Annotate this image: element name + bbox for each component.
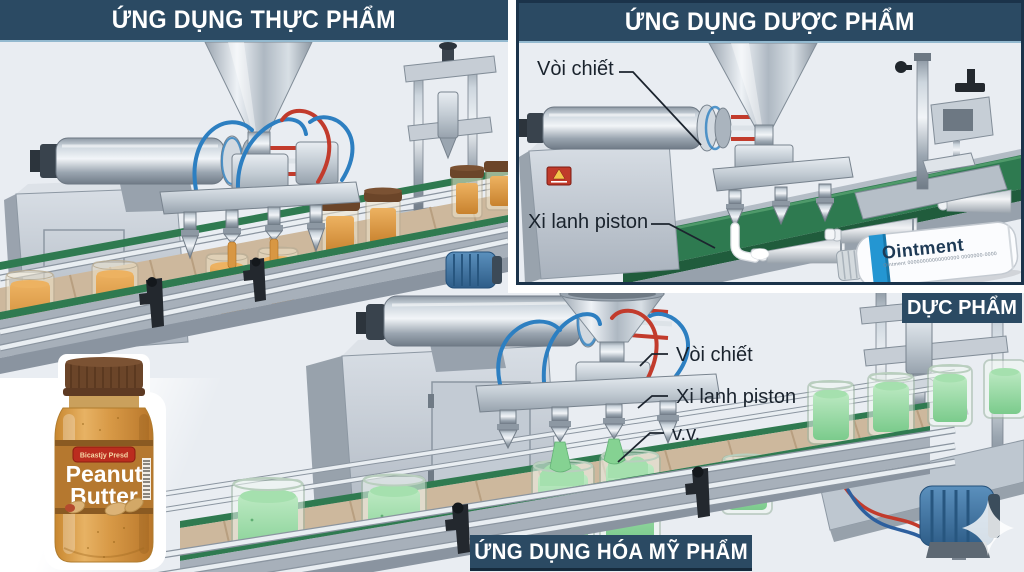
cosmetic-panel-badge: DỰC PHẨM [902, 293, 1022, 323]
hoses [496, 308, 690, 386]
gel-jar [867, 372, 915, 437]
hopper-funnel [708, 43, 818, 172]
sparkle-icon [962, 500, 1014, 556]
filling-nozzle [657, 400, 679, 445]
filling-nozzle [772, 186, 790, 226]
filling-nozzle [549, 406, 571, 443]
jar-capped [484, 161, 508, 211]
callout-nozzle-pharma: Vòi chiết [537, 58, 614, 80]
gel-jar [983, 359, 1024, 419]
hopper-funnel [204, 42, 313, 195]
barcode-icon [142, 458, 151, 500]
panel-pharma: ỨNG DỤNG DƯỢC PHẨM [516, 0, 1024, 285]
tube-sealer [854, 53, 1008, 220]
callout-piston-cosmetic: Xi lanh piston [676, 386, 797, 408]
rail-clamp [139, 257, 266, 328]
filling-nozzle [264, 206, 284, 242]
peanut-butter-product: Bicastjy Presd Peanut Butter [44, 354, 166, 570]
peanut-illustrations [65, 497, 144, 516]
conveyor-motor [445, 251, 502, 289]
conveyor-frame [180, 433, 930, 572]
filling-nozzle [181, 211, 199, 260]
filling-nozzle [603, 403, 625, 440]
jar-capped [450, 165, 484, 219]
jar-neck [69, 396, 139, 408]
filling-nozzle [307, 204, 325, 253]
food-panel-title: ỨNG DỤNG THỰC PHẨM [0, 0, 508, 42]
nozzle-manifold [712, 156, 854, 229]
cosmetic-title-text: ỨNG DỤNG HÓA MỸ PHẨM [474, 538, 748, 564]
filling-nozzle [497, 409, 519, 450]
warning-icon [546, 166, 572, 186]
callout-piston-pharma: Xi lanh piston [528, 211, 649, 233]
panel-divider-vertical [508, 0, 516, 293]
gel-jar [807, 380, 855, 445]
hose-bundle [838, 478, 928, 542]
ointment-tube [836, 221, 1021, 282]
product-name-line1: Peanut [66, 461, 143, 487]
callout-etc-cosmetic: v.v. [672, 423, 701, 445]
peanut-butter-stream [227, 238, 279, 269]
brand-banner [72, 446, 136, 463]
callout-lines [619, 71, 716, 249]
conveyor-frame-shadow [0, 257, 508, 374]
pharma-scene-illustration [519, 43, 1021, 282]
tube-blank [937, 189, 1012, 214]
gel-stream [549, 438, 626, 473]
filling-nozzle [816, 183, 834, 223]
hoses [192, 108, 355, 192]
filling-nozzle [726, 189, 744, 229]
badge-text: DỰC PHẨM [907, 296, 1017, 319]
cream-stream [730, 222, 770, 263]
brand-text: Bicastjy Presd [80, 453, 128, 460]
cosmetic-scene-illustration [117, 290, 1024, 572]
jar-label: Bicastjy Presd Peanut Butter [55, 440, 153, 516]
nozzle-manifold [159, 181, 361, 260]
jar-lid [63, 357, 145, 396]
panel-divider-horizontal [508, 285, 1024, 293]
food-scene-illustration [0, 42, 508, 374]
food-title-text: ỨNG DỤNG THỰC PHẨM [111, 5, 397, 34]
callout-lines [617, 353, 668, 463]
pharma-title-text: ỨNG DỤNG DƯỢC PHẨM [625, 7, 915, 36]
jar-speckles [82, 417, 125, 558]
gel-jar [927, 364, 973, 427]
nozzle-manifold [475, 373, 721, 450]
pharma-panel-title: ỨNG DỤNG DƯỢC PHẨM [519, 3, 1021, 43]
piston-cylinder [519, 104, 771, 152]
filling-nozzle [222, 209, 242, 245]
machine-cabinet [519, 133, 680, 282]
callout-nozzle-cosmetic: Vòi chiết [676, 344, 753, 366]
cosmetic-panel-title: ỨNG DỤNG HÓA MỸ PHẨM [470, 535, 752, 571]
